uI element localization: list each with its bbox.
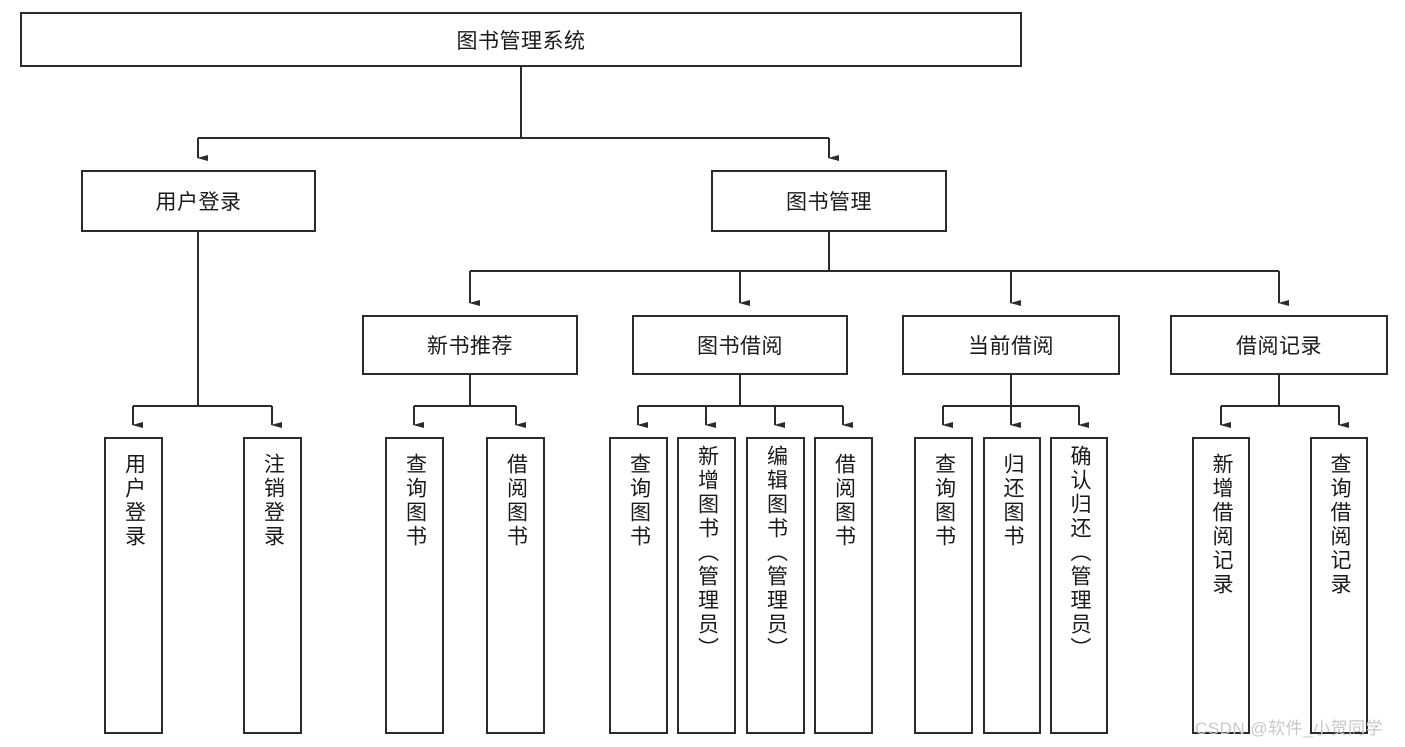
node-book-manage-label: 图书管理 xyxy=(786,191,872,214)
node-current-borrow[interactable]: 当前借阅 xyxy=(902,315,1120,375)
connector-group-borrow-record xyxy=(1220,375,1349,428)
node-leaf-return-book[interactable]: 归还图书 xyxy=(983,437,1041,734)
node-book-borrow-label: 图书借阅 xyxy=(697,335,783,358)
node-leaf-query-book-2-label: 查询图书 xyxy=(627,453,651,549)
node-user-login-label: 用户登录 xyxy=(155,191,242,214)
node-borrow-record[interactable]: 借阅记录 xyxy=(1170,315,1388,375)
node-leaf-query-book-1-label: 查询图书 xyxy=(403,453,427,549)
node-leaf-user-login-label: 用户登录 xyxy=(122,453,146,549)
node-leaf-add-book-label: 新增图书（管理员） xyxy=(695,445,719,661)
node-book-manage[interactable]: 图书管理 xyxy=(711,170,947,232)
node-leaf-confirm-return[interactable]: 确认归还（管理员） xyxy=(1050,437,1108,734)
connector-group-new-book-recommend xyxy=(413,375,526,428)
node-leaf-borrow-book-1[interactable]: 借阅图书 xyxy=(486,437,545,734)
connector-group-user-login xyxy=(132,232,282,428)
node-book-borrow[interactable]: 图书借阅 xyxy=(632,315,848,375)
node-leaf-query-borrow-record[interactable]: 查询借阅记录 xyxy=(1310,437,1368,734)
node-leaf-edit-book[interactable]: 编辑图书（管理员） xyxy=(746,437,805,734)
node-leaf-borrow-book-2[interactable]: 借阅图书 xyxy=(814,437,873,734)
node-leaf-edit-book-label: 编辑图书（管理员） xyxy=(764,445,788,661)
connector-group-book-manage xyxy=(469,232,1289,306)
node-leaf-add-borrow-record[interactable]: 新增借阅记录 xyxy=(1192,437,1250,734)
node-leaf-borrow-book-2-label: 借阅图书 xyxy=(832,453,856,549)
connector-group-current-borrow xyxy=(942,375,1089,428)
node-root[interactable]: 图书管理系统 xyxy=(20,12,1022,67)
node-leaf-confirm-return-label: 确认归还（管理员） xyxy=(1068,445,1092,661)
node-current-borrow-label: 当前借阅 xyxy=(968,335,1054,358)
node-leaf-borrow-book-1-label: 借阅图书 xyxy=(504,453,528,549)
node-leaf-query-book-2[interactable]: 查询图书 xyxy=(609,437,668,734)
node-leaf-logout-label: 注销登录 xyxy=(261,453,285,549)
node-new-book-recommend-label: 新书推荐 xyxy=(427,335,513,358)
node-leaf-query-book-1[interactable]: 查询图书 xyxy=(385,437,444,734)
node-leaf-logout[interactable]: 注销登录 xyxy=(243,437,302,734)
node-root-label: 图书管理系统 xyxy=(456,29,586,53)
node-new-book-recommend[interactable]: 新书推荐 xyxy=(362,315,578,375)
node-borrow-record-label: 借阅记录 xyxy=(1236,335,1322,358)
node-user-login[interactable]: 用户登录 xyxy=(81,170,316,232)
node-leaf-user-login[interactable]: 用户登录 xyxy=(104,437,163,734)
connector-group-book-borrow xyxy=(637,375,853,428)
connector-group-root xyxy=(197,67,839,161)
node-leaf-add-book[interactable]: 新增图书（管理员） xyxy=(677,437,736,734)
node-leaf-add-borrow-record-label: 新增借阅记录 xyxy=(1210,453,1234,597)
node-leaf-query-book-3[interactable]: 查询图书 xyxy=(914,437,973,734)
node-leaf-query-book-3-label: 查询图书 xyxy=(932,453,956,549)
node-leaf-return-book-label: 归还图书 xyxy=(1001,453,1025,549)
node-leaf-query-borrow-record-label: 查询借阅记录 xyxy=(1328,453,1352,597)
